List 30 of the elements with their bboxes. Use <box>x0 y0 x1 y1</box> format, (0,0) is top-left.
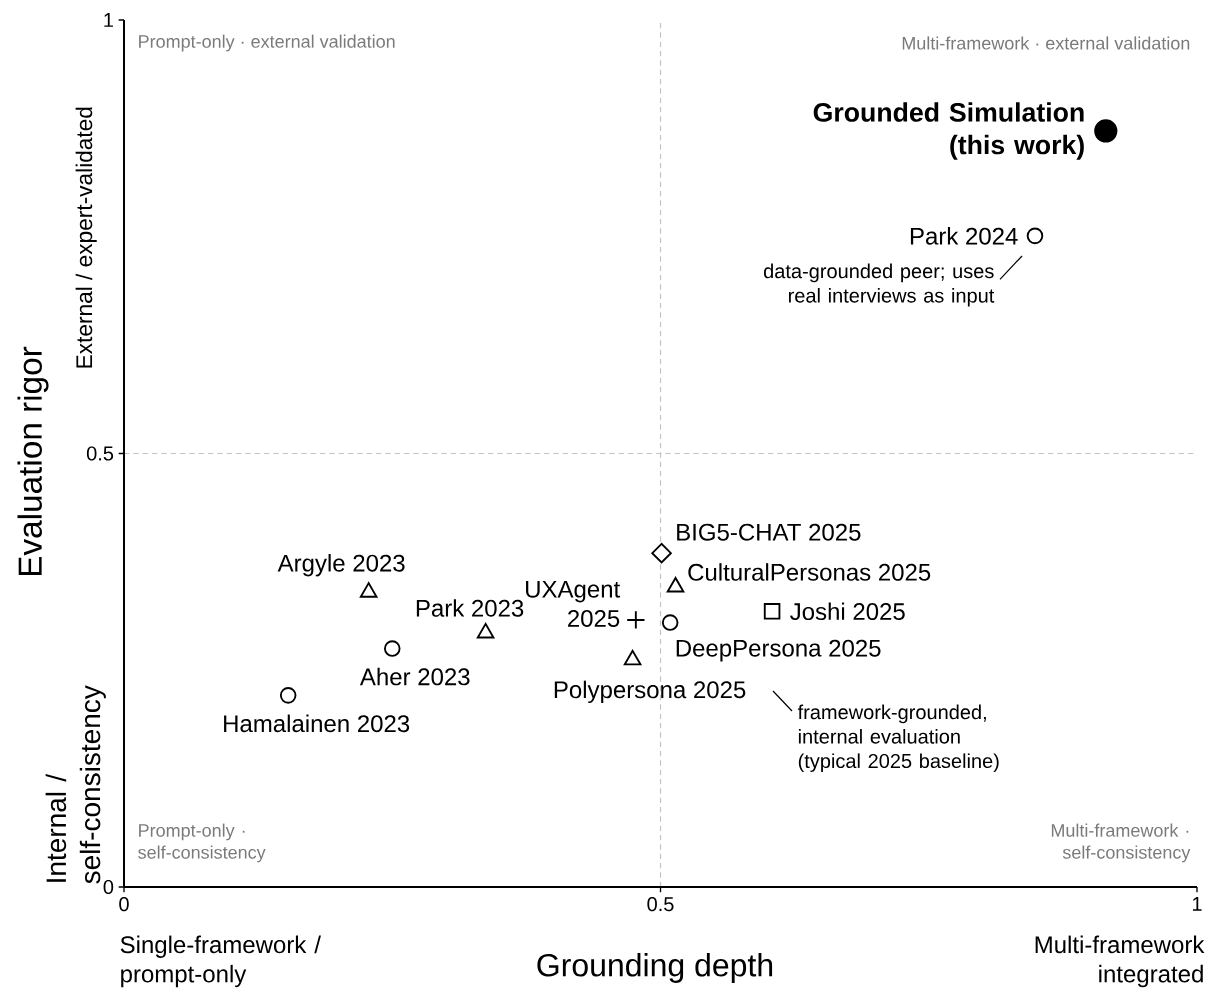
y-tick-label: 0.5 <box>86 446 114 461</box>
x-tick-label: 0.5 <box>647 897 674 912</box>
quadrant-label: Prompt-only · external validation <box>139 34 395 52</box>
axis-end-label: Multi-framework integrated <box>1035 935 1205 988</box>
point-label: Hamalainen 2023 <box>224 714 410 733</box>
leader-line <box>999 255 1023 280</box>
point-label: Park 2024 <box>910 227 1018 245</box>
quadrant-label: Multi-framework · external validation <box>902 36 1190 50</box>
point-label: Aher 2023 <box>359 667 470 686</box>
point-label: Joshi 2025 <box>790 602 905 621</box>
y-tick-label: 1 <box>104 13 113 27</box>
point-label: BIG5-CHAT 2025 <box>677 523 861 541</box>
quadrant-label: Multi-framework · self-consistency <box>1051 823 1191 863</box>
axis-end-label: Single-framework / prompt-only <box>120 935 321 988</box>
quadrant-label: Prompt-only · self-consistency <box>138 823 266 863</box>
point-label: Grounded Simulation (this work) <box>813 102 1084 160</box>
point-label: Polypersona 2025 <box>554 680 746 703</box>
leader-line <box>772 690 793 712</box>
callout-note: data-grounded peer; uses real interviews as input <box>763 263 995 307</box>
axis-title: Evaluation rigor <box>17 346 49 576</box>
axis-title: Grounding depth <box>537 953 773 983</box>
point-label: Park 2023 <box>416 599 524 617</box>
point-label: UXAgent 2025 <box>526 580 621 627</box>
point-label: CulturalPersonas 2025 <box>688 563 931 581</box>
axis-end-label: External / expert-validated <box>75 107 97 368</box>
x-tick-label: 0 <box>119 897 129 912</box>
point-label: DeepPersona 2025 <box>676 639 881 662</box>
point-label: Argyle 2023 <box>277 554 405 577</box>
x-tick-label: 1 <box>1192 897 1202 911</box>
callout-note: framework-grounded, internal evaluation (typical 2025 baseline) <box>797 704 999 772</box>
